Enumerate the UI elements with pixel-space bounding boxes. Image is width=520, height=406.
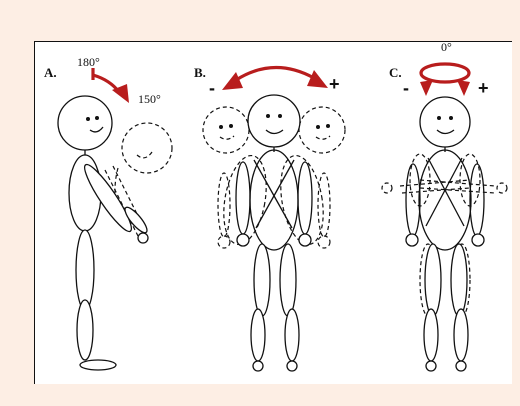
panel-c-plus: + [478, 78, 489, 98]
flexed-head [122, 123, 172, 173]
panel-c: C. 0° - + [382, 40, 507, 371]
figure-b-head [248, 95, 300, 147]
panel-b-label: B. [194, 65, 206, 80]
lateral-tilt-arrow [222, 67, 328, 90]
panel-c-label: C. [389, 65, 402, 80]
figure-a-foot [80, 360, 116, 370]
flexion-arrow [93, 68, 129, 103]
rotation-arrow [420, 64, 470, 96]
angle-150-label: 150° [138, 92, 161, 106]
panel-b-minus: - [209, 78, 215, 98]
rotated-arm-outlines [382, 154, 507, 316]
angle-0-label: 0° [441, 40, 452, 54]
angle-180-label: 180° [77, 55, 100, 69]
figure-c [406, 97, 484, 371]
panel-a: A. 180° 150° [44, 55, 172, 370]
panel-c-minus: - [403, 78, 409, 98]
panel-b-plus: + [329, 74, 340, 94]
figure-a-head [58, 96, 112, 150]
panel-a-label: A. [44, 65, 57, 80]
panel-b: B. - + [194, 65, 345, 371]
figure-c-head [420, 97, 470, 147]
